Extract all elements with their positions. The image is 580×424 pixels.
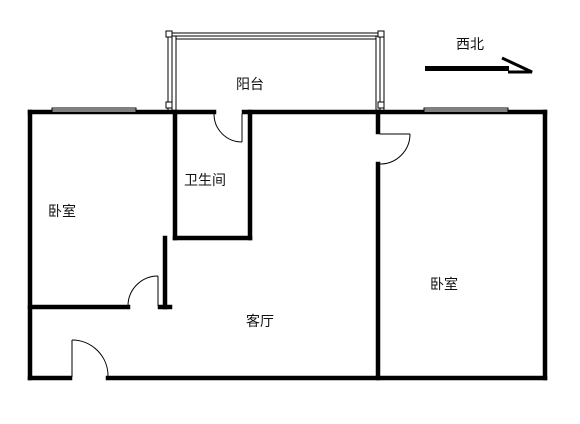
room-label-bedroom-right: 卧室 (430, 276, 458, 293)
room-label-living-room: 客厅 (246, 313, 274, 330)
bathroom-door (213, 113, 243, 143)
doors (71, 113, 411, 378)
entry-door (71, 339, 109, 378)
room-label-balcony: 阳台 (236, 77, 264, 93)
north-arrow (425, 56, 533, 74)
outer-walls (27, 109, 548, 381)
right-bedroom-door (379, 133, 411, 165)
room-label-bathroom: 卫生间 (184, 173, 226, 189)
orientation-label: 西北 (456, 37, 484, 53)
windows (51, 107, 509, 113)
balcony-frame (165, 30, 385, 112)
room-label-bedroom-left: 卧室 (48, 203, 76, 220)
interior-walls (27, 109, 381, 381)
left-bedroom-door (127, 275, 159, 307)
